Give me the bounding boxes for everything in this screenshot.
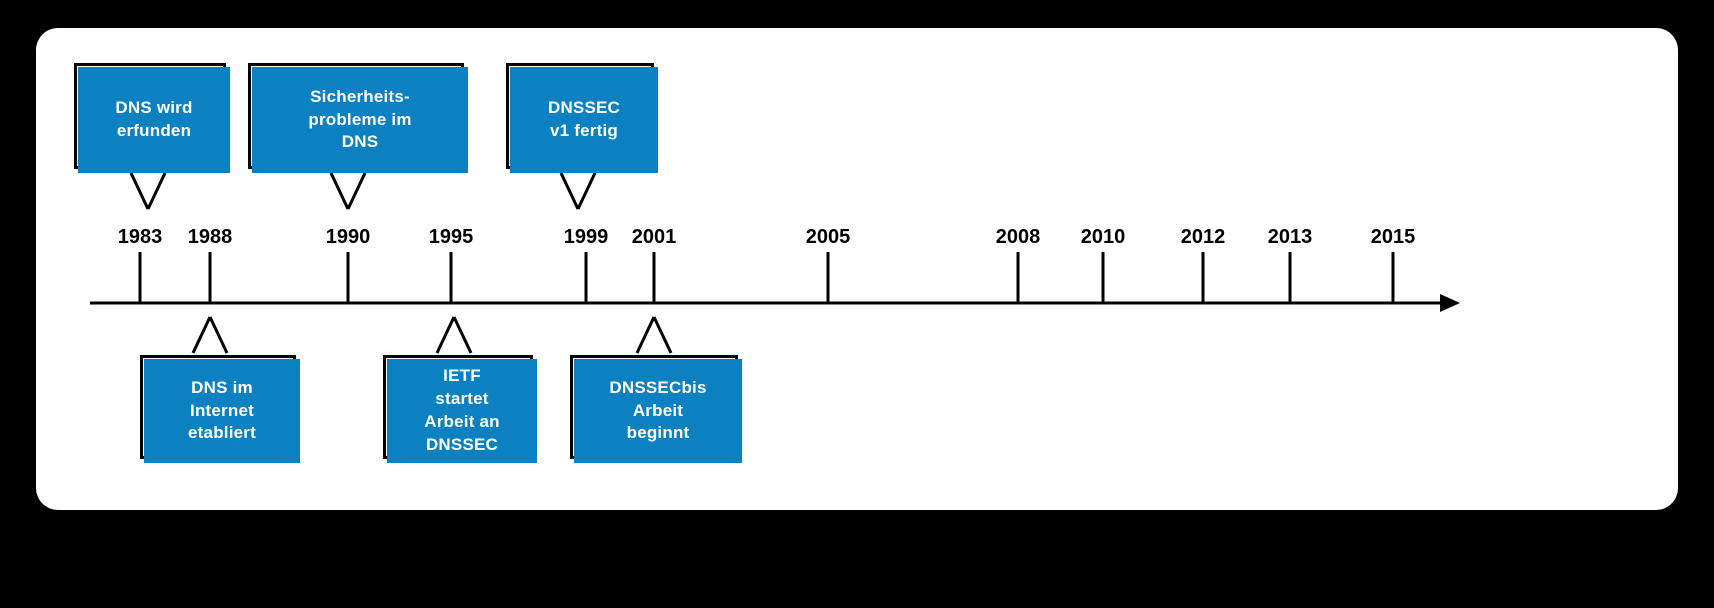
event-box-dns-internet-etabliert[interactable]: DNS im Internet etabliert <box>140 355 300 463</box>
event-box-fill: DNS wird erfunden <box>78 67 230 173</box>
connector-ietf-dnssec-right <box>452 316 473 354</box>
event-box-label: DNSSECbis Arbeit beginnt <box>609 377 707 443</box>
connector-dns-internet-etabliert-left <box>191 316 212 354</box>
event-box-label: DNSSEC v1 fertig <box>547 98 621 140</box>
event-box-label: DNS im Internet etabliert <box>188 377 256 443</box>
event-box-dnssecbis[interactable]: DNSSECbis Arbeit beginnt <box>570 355 742 463</box>
year-label-1983: 1983 <box>117 226 163 248</box>
event-box-label: IETF startet Arbeit an DNSSEC <box>424 366 500 454</box>
year-label-1988: 1988 <box>187 226 233 248</box>
connector-dnssec-v1-right <box>576 172 597 210</box>
year-label-2015: 2015 <box>1370 226 1416 248</box>
connector-dnssecbis-right <box>652 316 673 354</box>
connector-sicherheitsprobleme-right <box>346 172 367 210</box>
event-box-label: DNS wird erfunden <box>115 98 193 140</box>
year-label-1995: 1995 <box>428 226 474 248</box>
connector-sicherheitsprobleme-left <box>329 172 350 210</box>
event-box-fill: IETF startet Arbeit an DNSSEC <box>387 359 537 463</box>
timeline-arrow-icon <box>1440 294 1460 312</box>
connector-dnssecbis-left <box>635 316 656 354</box>
event-box-fill: DNS im Internet etabliert <box>144 359 300 463</box>
event-box-label: Sicherheits- probleme im DNS <box>308 86 412 152</box>
event-box-fill: DNSSEC v1 fertig <box>510 67 658 173</box>
event-box-sicherheitsprobleme[interactable]: Sicherheits- probleme im DNS <box>248 63 468 173</box>
year-label-2010: 2010 <box>1080 226 1126 248</box>
event-box-fill: Sicherheits- probleme im DNS <box>252 67 468 173</box>
tick-marks-group <box>138 252 1395 303</box>
year-label-2005: 2005 <box>805 226 851 248</box>
event-box-dns-erfunden[interactable]: DNS wird erfunden <box>74 63 230 173</box>
connector-ietf-dnssec-left <box>435 316 456 354</box>
connector-dns-erfunden-right <box>146 172 167 210</box>
year-label-1990: 1990 <box>325 226 371 248</box>
connectors-group <box>129 172 673 354</box>
year-label-2012: 2012 <box>1180 226 1226 248</box>
year-label-1999: 1999 <box>563 226 609 248</box>
event-box-fill: DNSSECbis Arbeit beginnt <box>574 359 742 463</box>
year-label-2013: 2013 <box>1267 226 1313 248</box>
connector-dnssec-v1-left <box>559 172 580 210</box>
year-label-2008: 2008 <box>995 226 1041 248</box>
axis-group <box>90 294 1460 312</box>
event-box-dnssec-v1[interactable]: DNSSEC v1 fertig <box>506 63 658 173</box>
event-box-ietf-dnssec[interactable]: IETF startet Arbeit an DNSSEC <box>383 355 537 463</box>
connector-dns-internet-etabliert-right <box>208 316 229 354</box>
year-label-2001: 2001 <box>631 226 677 248</box>
connector-dns-erfunden-left <box>129 172 150 210</box>
